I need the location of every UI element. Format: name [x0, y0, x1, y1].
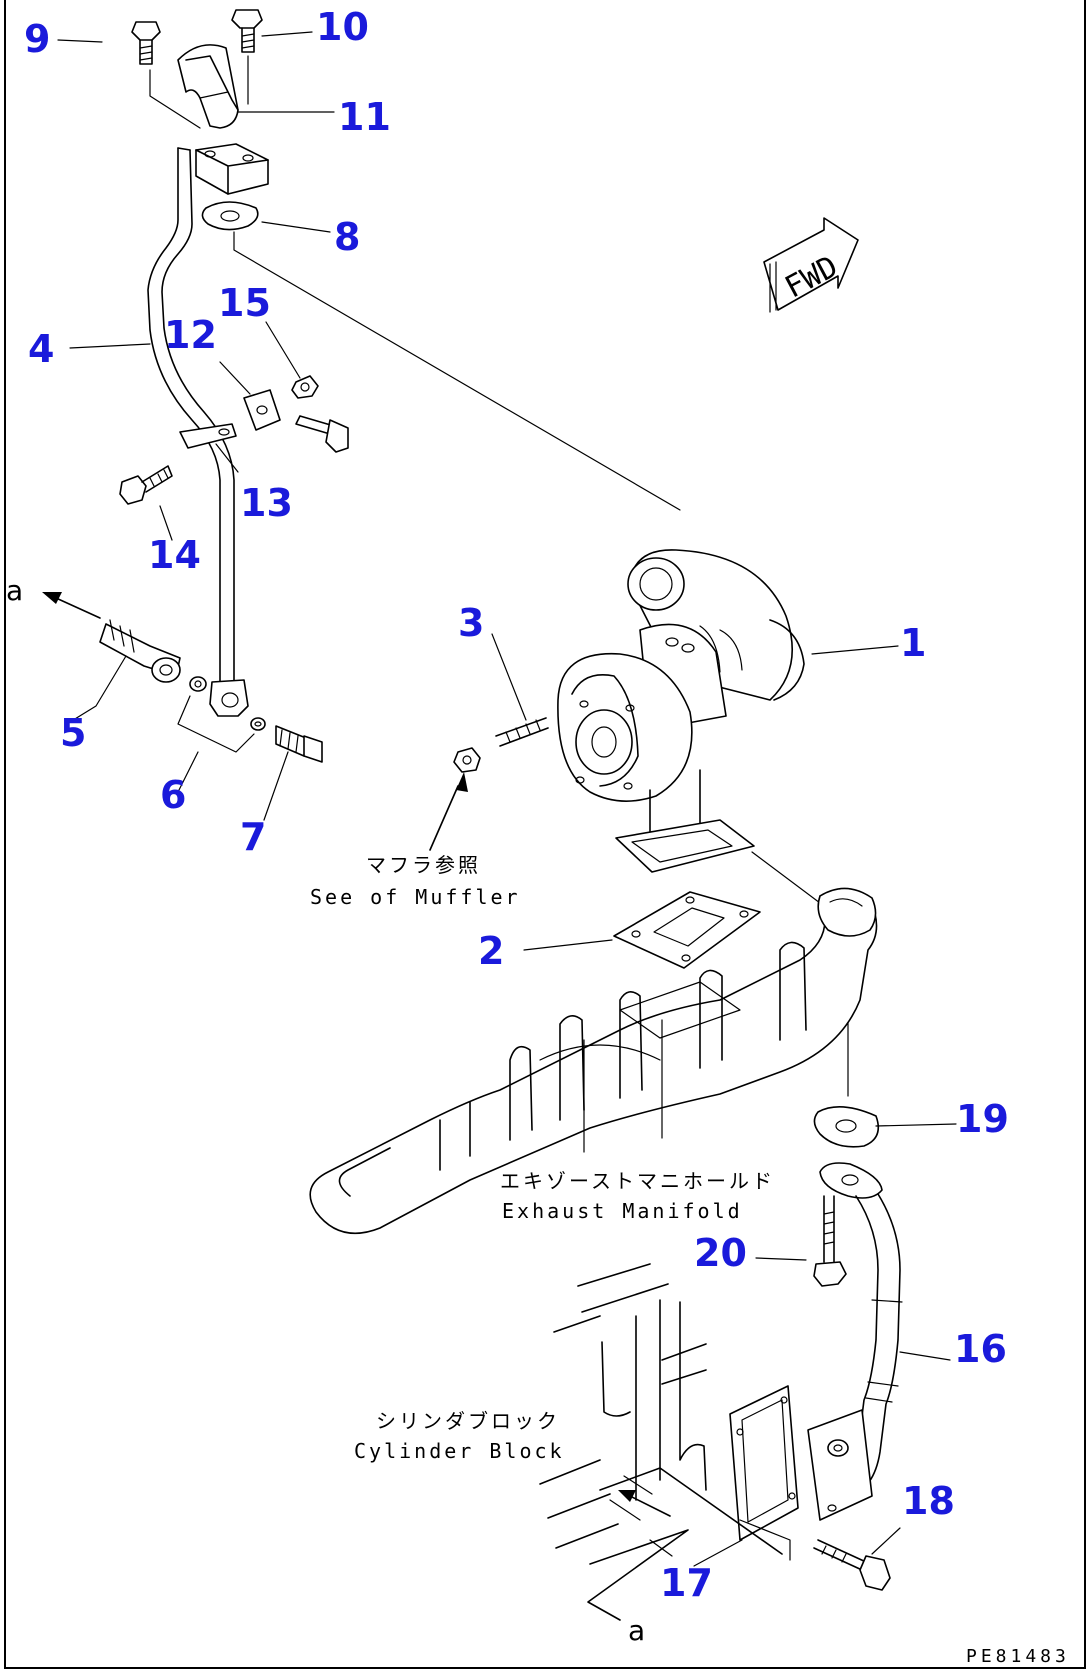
callout-leaders [57, 31, 957, 1567]
callout-12: 12 [164, 313, 217, 357]
muffler-note-jp: マフラ参照 [366, 853, 481, 877]
fwd-label: FWD [779, 249, 843, 305]
manifold-note-en: Exhaust Manifold [502, 1199, 743, 1223]
block-note-en: Cylinder Block [354, 1439, 565, 1463]
leader-6 [177, 695, 255, 753]
clip-13 [179, 423, 237, 449]
callout-14: 14 [148, 533, 201, 577]
fwd-arrow-icon: FWD [763, 217, 859, 313]
banjo-end [209, 679, 249, 717]
ref-letter-top: a [6, 574, 23, 607]
ref-letter-bottom: a [628, 1614, 645, 1647]
callout-13: 13 [240, 481, 293, 525]
callout-9: 9 [24, 17, 50, 61]
clip-12 [243, 389, 281, 431]
leader-15 [265, 321, 301, 379]
callout-18: 18 [902, 1479, 955, 1523]
bolt-20-icon [813, 1195, 847, 1287]
stud-3 [495, 717, 549, 747]
callout-8: 8 [334, 215, 360, 259]
manifold-note-jp: エキゾーストマニホールド [500, 1169, 775, 1193]
nut-icon [453, 747, 481, 773]
washer-6b [250, 717, 266, 731]
bolt-18-icon [813, 1539, 891, 1591]
bolt-14-icon [119, 465, 173, 505]
gasket-17 [729, 1385, 799, 1541]
block-note-jp: シリンダブロック [376, 1409, 560, 1433]
callout-7: 7 [240, 815, 266, 859]
cylinder-block [539, 1263, 783, 1621]
frame-border [4, 0, 1086, 1669]
bolt-9-icon [131, 21, 161, 65]
flange-block [195, 143, 269, 195]
muffler-note-en: See of Muffler [310, 885, 521, 909]
callout-16: 16 [954, 1327, 1007, 1371]
leader-9 [149, 69, 201, 129]
leader-17-block [739, 1519, 791, 1561]
arrow-to-a [42, 592, 101, 619]
bolt-10-icon [231, 9, 263, 53]
callout-15: 15 [218, 281, 271, 325]
callout-4: 4 [28, 327, 54, 371]
callout-2: 2 [478, 929, 504, 973]
turbocharger-1 [557, 549, 805, 873]
exhaust-manifold [309, 887, 878, 1235]
gasket-8 [201, 201, 259, 231]
callout-6: 6 [160, 773, 186, 817]
callout-19: 19 [956, 1097, 1009, 1141]
drain-tube-16 [807, 1162, 903, 1521]
drawing-code: PE81483 [966, 1646, 1070, 1667]
callout-3: 3 [458, 601, 484, 645]
callout-11: 11 [338, 95, 391, 139]
callout-17: 17 [660, 1561, 713, 1605]
gasket-19 [813, 1106, 880, 1148]
arrow-to-block [618, 1490, 671, 1517]
hose-fitting-5 [99, 619, 181, 683]
clamp-11 [177, 44, 239, 129]
arrow-to-nut [429, 772, 468, 851]
callout-20: 20 [694, 1231, 747, 1275]
leader-12 [219, 361, 251, 395]
callout-5: 5 [60, 711, 86, 755]
gasket-2 [613, 891, 761, 969]
callout-1: 1 [900, 621, 926, 665]
connector-7 [275, 725, 323, 763]
leader-14 [159, 505, 173, 541]
callout-10: 10 [316, 5, 369, 49]
bolt-small-icon [295, 415, 349, 453]
nut-15-icon [291, 375, 319, 399]
callout-labels: 9 10 11 8 15 12 4 13 14 5 6 7 3 1 2 19 2… [24, 5, 1009, 1605]
leader-flange-turbo [233, 231, 681, 511]
washer-6a [189, 676, 207, 692]
